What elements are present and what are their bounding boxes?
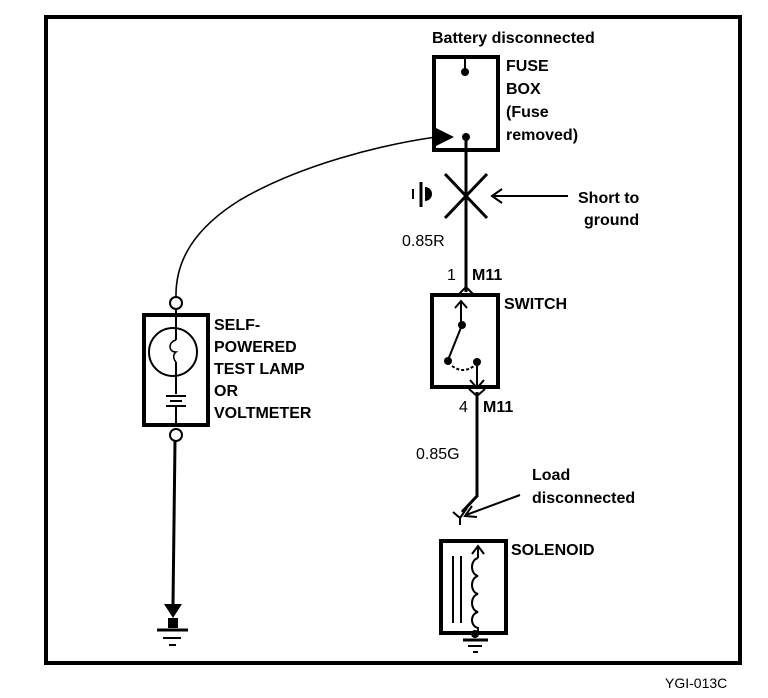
load-arrow-icon: [463, 494, 521, 518]
tester-label-line: SELF-: [214, 317, 260, 334]
fuse-terminal-bottom: [462, 133, 470, 141]
fuse-box-label-line: (Fuse: [506, 104, 549, 121]
load-label-line: Load: [532, 467, 570, 484]
short-arrow-icon: [490, 188, 568, 204]
lamp-filament-icon: [169, 339, 179, 363]
probe-tip-icon: [164, 604, 182, 618]
switch-inner-arrow: [454, 299, 468, 309]
fuse-box-label-line: BOX: [506, 81, 541, 98]
tester-label-line: POWERED: [214, 339, 297, 356]
switch-contact-open: [444, 357, 452, 365]
solenoid: [439, 539, 508, 635]
tester-ground-lead: [171, 440, 177, 605]
fuse-terminal-top: [461, 68, 469, 76]
wire-lower-label: 0.85G: [416, 446, 460, 463]
wire-0-85G: [460, 392, 479, 514]
battery-status-title: Battery disconnected: [432, 30, 595, 47]
fuse-box: [432, 55, 500, 152]
tester-label-line: OR: [214, 383, 238, 400]
figure-reference: YGI-013C: [665, 675, 727, 691]
lamp-bulb-icon: [148, 327, 198, 377]
ground-icon: [157, 618, 188, 646]
load-label-line: disconnected: [532, 490, 635, 507]
switch-blade: [447, 324, 463, 361]
switch: [430, 293, 500, 390]
test-lamp: [142, 309, 210, 427]
solenoid-outline: [439, 539, 508, 635]
solenoid-label: SOLENOID: [511, 542, 595, 559]
fuse-box-label-line: FUSE: [506, 58, 549, 75]
switch-bottom-pin: 4: [459, 399, 468, 416]
tester-terminal-top: [169, 296, 183, 310]
switch-top-connector: M11: [472, 267, 502, 284]
wire-upper-label: 0.85R: [402, 233, 445, 250]
switch-outline: [430, 293, 500, 389]
chassis-ground-icon: [412, 182, 432, 207]
battery-icon: [166, 395, 186, 407]
ground-icon: [463, 630, 488, 653]
tester-label-line: VOLTMETER: [214, 405, 312, 422]
short-label-line: ground: [584, 212, 639, 229]
short-label-line: Short to: [578, 190, 640, 207]
fuse-box-label-line: removed): [506, 127, 578, 144]
diagram-frame: [44, 15, 742, 665]
switch-travel-arc: [451, 365, 475, 371]
tester-label-line: TEST LAMP: [214, 361, 305, 378]
switch-bottom-connector: M11: [483, 399, 513, 416]
probe-arrow-icon: [436, 128, 454, 146]
switch-label: SWITCH: [504, 296, 567, 313]
switch-top-pin: 1: [447, 267, 456, 284]
test-lead-wire: [175, 136, 437, 299]
ground-fault-x-icon: [443, 172, 489, 220]
solenoid-coil-icon: [471, 557, 479, 634]
tester-terminal-bottom: [169, 428, 183, 442]
